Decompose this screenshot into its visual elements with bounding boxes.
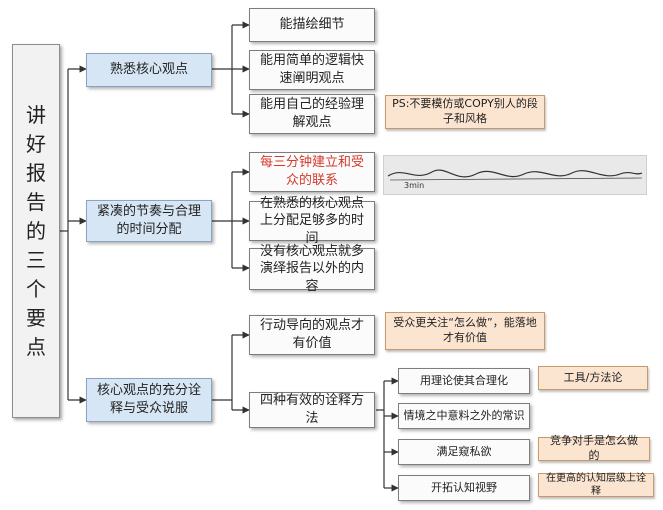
method-theory: 用理论使其合理化: [398, 368, 530, 394]
root-topic: 讲 好 报 告 的 三 个 要 点: [12, 44, 60, 418]
root-char: 好: [26, 131, 46, 156]
root-char: 三: [26, 247, 46, 272]
note-competitors: 竞争对手是怎么做的: [538, 434, 650, 462]
node-allocate-time: 在熟悉的核心观点上分配足够多的时间: [249, 196, 375, 246]
branch-persuasion: 核心观点的充分诠释与受众说服: [86, 378, 212, 422]
wave-sketch-drawing: 3min: [387, 169, 643, 190]
node-simple-logic: 能用简单的逻辑快速阐明观点: [249, 50, 375, 90]
root-char: 讲: [26, 102, 46, 127]
branch-pacing: 紧凑的节奏与合理的时间分配: [86, 200, 212, 242]
root-char: 的: [26, 218, 46, 243]
node-action-oriented: 行动导向的观点才有价值: [249, 315, 375, 355]
method-curiosity: 满足窥私欲: [398, 439, 530, 465]
node-own-experience: 能用自己的经验理解观点: [249, 94, 375, 134]
wave-sketch-image: 3min: [383, 155, 647, 195]
branch-familiarity: 熟悉核心观点: [86, 53, 212, 87]
node-four-methods: 四种有效的诠释方法: [249, 392, 375, 428]
node-three-minute-connection: 每三分钟建立和受众的联系: [249, 152, 375, 192]
root-char: 个: [26, 276, 46, 301]
root-char: 报: [26, 160, 46, 185]
note-tools: 工具/方法论: [538, 366, 648, 390]
note-higher-level: 在更高的认知层级上诠释: [538, 473, 654, 497]
note-ps: PS:不要模仿或COPY别人的段子和风格: [385, 95, 545, 129]
root-char: 告: [26, 189, 46, 214]
method-broaden-view: 开拓认知视野: [398, 475, 530, 501]
note-how-to: 受众更关注“怎么做”，能落地才有价值: [385, 312, 545, 350]
root-char: 要: [26, 305, 46, 330]
root-char: 点: [26, 334, 46, 359]
node-no-core-point: 没有核心观点就多演绎报告以外的内容: [249, 244, 375, 294]
sketch-label: 3min: [404, 181, 424, 190]
method-common-sense: 情境之中意料之外的常识: [398, 403, 530, 429]
node-describe-details: 能描绘细节: [249, 8, 375, 42]
